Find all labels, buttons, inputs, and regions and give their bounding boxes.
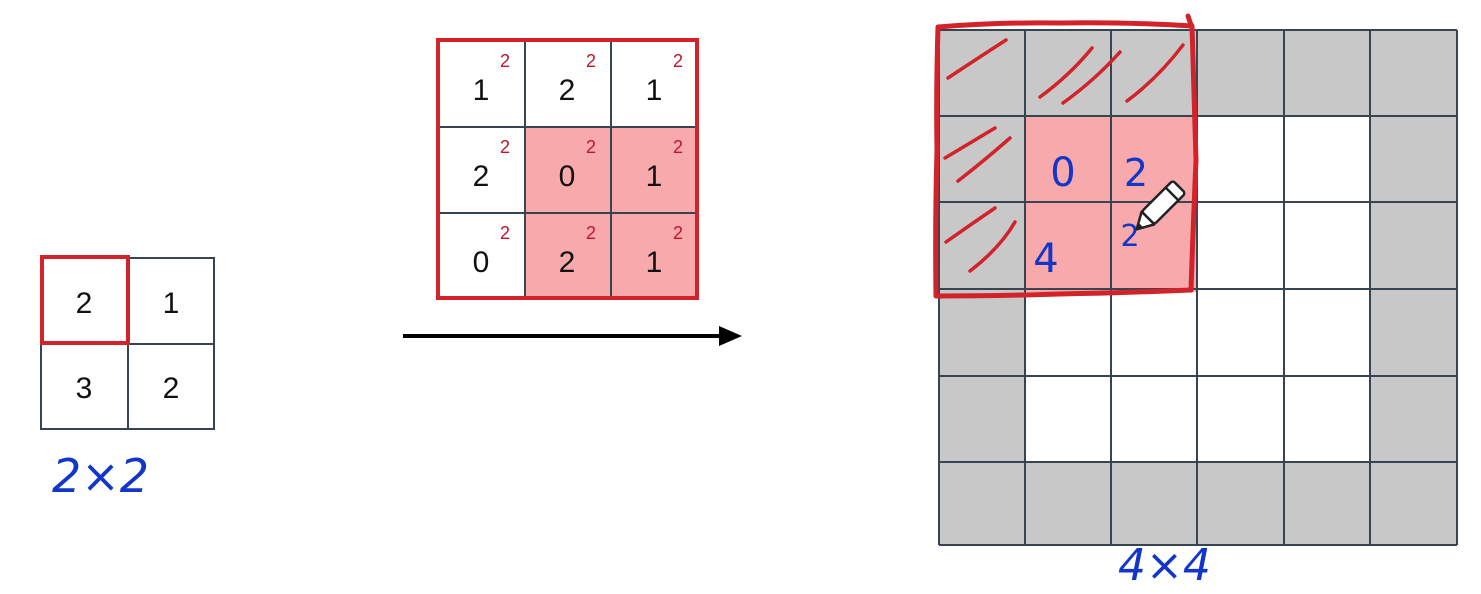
kernel-superscript: 2 (500, 137, 510, 157)
kernel-cell: 2 (559, 74, 576, 107)
kernel-cell: 1 (646, 160, 663, 193)
input-cell: 2 (163, 372, 180, 405)
kernel-superscript: 2 (673, 51, 683, 71)
output-size-label: 4×4 (1118, 540, 1211, 591)
window-outline (933, 20, 1199, 299)
pencil-icon (1135, 180, 1186, 231)
kernel-cell: 2 (559, 246, 576, 279)
kernel-superscript: 2 (500, 223, 510, 243)
kernel-grid: 1 2 2 2 1 2 2 2 0 2 1 2 0 2 2 2 1 2 (436, 38, 699, 300)
input-cell: 1 (163, 287, 180, 320)
output-grid: 0 2 4 2 (933, 13, 1458, 546)
input-highlight-box (40, 255, 130, 345)
kernel-superscript: 2 (586, 137, 596, 157)
input-cell: 3 (76, 372, 93, 405)
kernel-superscript: 2 (586, 51, 596, 71)
output-value: 2 (1124, 151, 1148, 195)
kernel-cell: 0 (559, 160, 576, 193)
kernel-superscript: 2 (673, 223, 683, 243)
kernel-cell: 2 (473, 160, 490, 193)
kernel-cell: 1 (646, 246, 663, 279)
output-value: 0 (1050, 150, 1075, 196)
kernel-cell: 1 (473, 74, 490, 107)
output-value: 2 (1120, 219, 1139, 254)
input-size-label: 2×2 (52, 449, 149, 503)
input-cell: 2 (76, 287, 93, 320)
kernel-cell: 0 (473, 246, 490, 279)
arrow-right-icon (403, 326, 742, 346)
output-value: 4 (1033, 236, 1058, 282)
input-grid: 2 1 3 2 (40, 255, 215, 430)
kernel-superscript: 2 (673, 137, 683, 157)
kernel-cell: 1 (646, 74, 663, 107)
hatch-marks (943, 38, 1185, 273)
kernel-superscript: 2 (500, 51, 510, 71)
kernel-superscript: 2 (586, 223, 596, 243)
